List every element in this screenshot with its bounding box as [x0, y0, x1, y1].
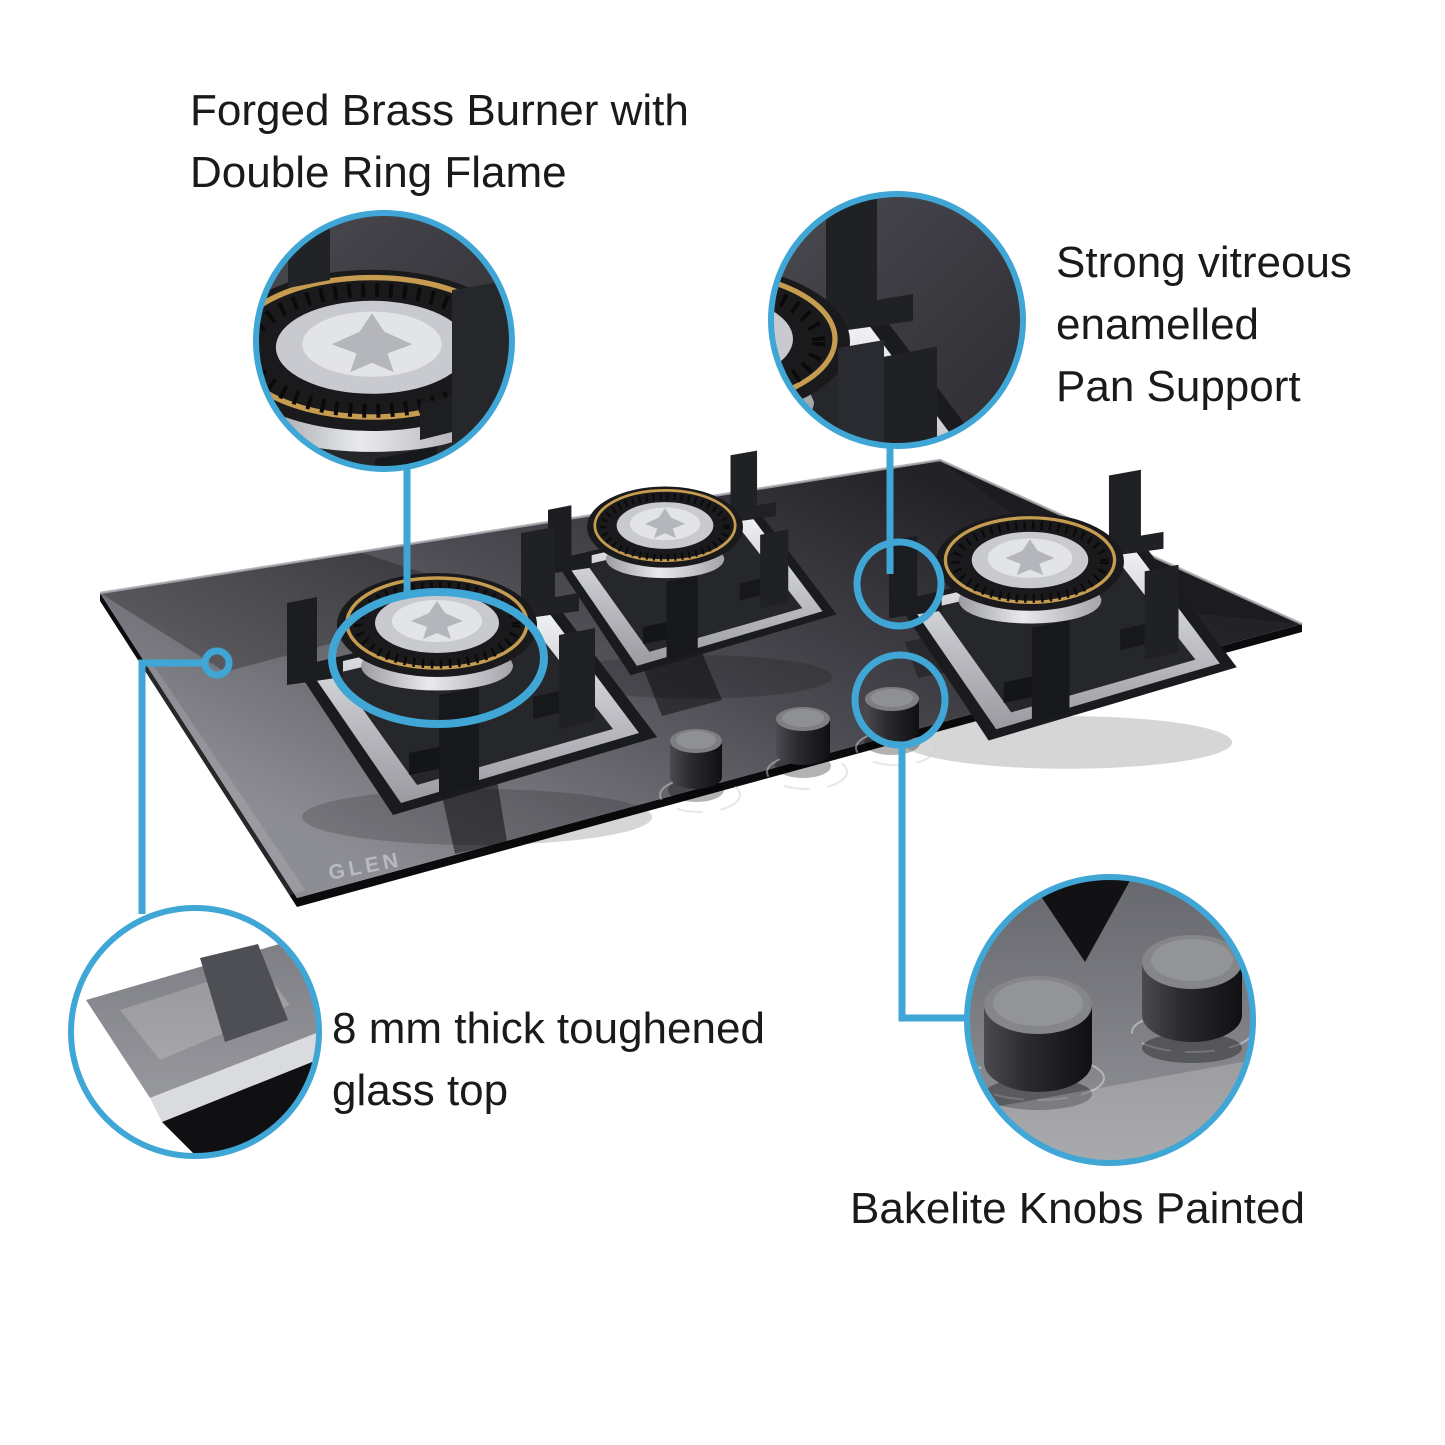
knob-1 — [659, 729, 741, 813]
label-burner-line2: Double Ring Flame — [190, 148, 567, 197]
annotation-layer — [68, 191, 1256, 1166]
label-pan-support-line1: Strong vitreous — [1056, 238, 1352, 287]
knob-3 — [855, 687, 937, 766]
callout-photo-knobs — [967, 877, 1253, 1163]
label-glass-top-line2: glass top — [332, 1066, 509, 1115]
callout-ring-pan-support — [768, 191, 1026, 449]
label-glass-top-line1: 8 mm thick toughened — [332, 1004, 765, 1053]
label-pan-support: Strong vitreous enamelled Pan Support — [1056, 232, 1352, 418]
label-pan-support-line2: enamelled — [1056, 300, 1260, 349]
label-burner: Forged Brass Burner with Double Ring Fla… — [190, 80, 689, 204]
glass-top-edge-highlight — [99, 458, 1303, 626]
leader-line-knobs — [898, 744, 965, 1022]
callout-ring-knobs — [964, 874, 1256, 1166]
leader-line-glass — [138, 659, 205, 914]
label-knobs: Bakelite Knobs Painted — [850, 1178, 1305, 1240]
label-knobs-line1: Bakelite Knobs Painted — [850, 1184, 1305, 1233]
callout-ring-glass-edge — [68, 905, 322, 1159]
label-glass-top: 8 mm thick toughened glass top — [332, 998, 765, 1122]
highlight-circle-pan-support — [853, 538, 945, 630]
highlight-ellipse-burner — [328, 588, 548, 728]
glass-edge-sheen — [135, 660, 305, 897]
label-burner-line1: Forged Brass Burner with — [190, 86, 689, 135]
callout-photo-pan-support — [771, 194, 1023, 446]
knob-2 — [766, 707, 848, 790]
callout-ring-burner — [253, 210, 515, 472]
label-pan-support-line3: Pan Support — [1056, 362, 1301, 411]
